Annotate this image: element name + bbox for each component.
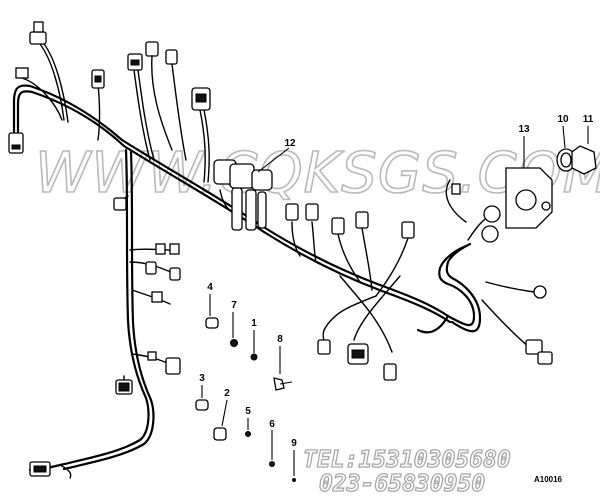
leader-lines <box>201 125 589 476</box>
callout-12: 12 <box>284 138 296 149</box>
callout-labels: 4 7 1 8 3 2 5 6 9 10 11 13 12 <box>199 114 594 449</box>
callout-1: 1 <box>251 318 257 329</box>
callout-11: 11 <box>583 114 594 125</box>
callout-10: 10 <box>557 114 569 125</box>
callout-3: 3 <box>199 373 205 384</box>
left-connectors <box>29 195 181 479</box>
callout-4: 4 <box>207 282 213 293</box>
callout-6: 6 <box>269 419 275 430</box>
callout-2: 2 <box>224 388 230 399</box>
callout-5: 5 <box>245 406 251 417</box>
figure-code: A10016 <box>534 475 563 484</box>
callout-9: 9 <box>291 438 297 449</box>
callout-7: 7 <box>231 300 237 311</box>
relay-assembly <box>213 159 273 231</box>
hardware-items <box>195 317 296 482</box>
callout-8: 8 <box>277 334 283 345</box>
middle-connectors <box>285 203 415 381</box>
contact-alt-phone: 023-65830950 <box>319 471 485 497</box>
top-branches <box>15 21 211 183</box>
right-assembly <box>445 145 597 365</box>
callout-13: 13 <box>518 124 530 135</box>
contact-phone: TEL:15310305680 <box>303 447 511 473</box>
